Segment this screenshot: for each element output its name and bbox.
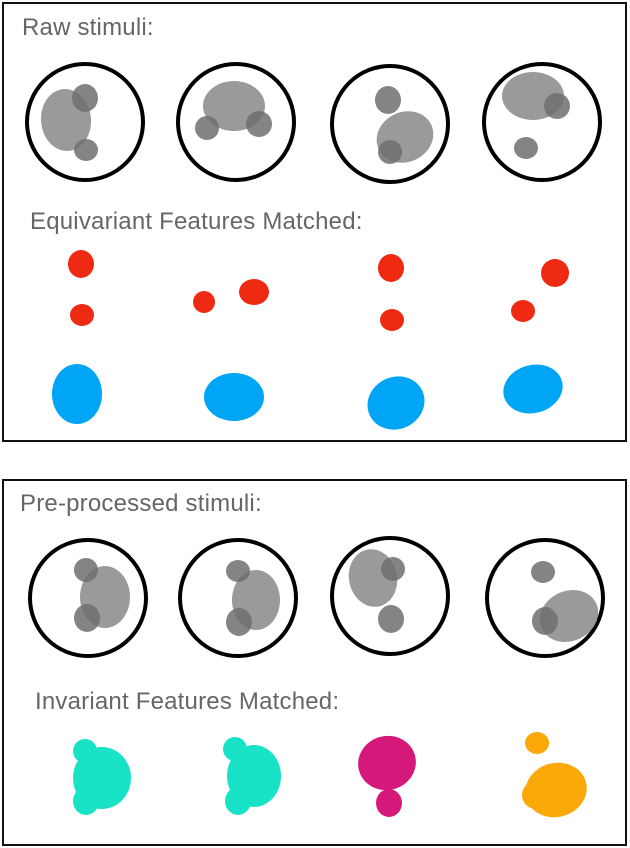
invariant-features-title: Invariant Features Matched:: [35, 688, 340, 715]
preprocessed-stimuli-title: Pre-processed stimuli:: [20, 490, 262, 517]
preprocessed-stimuli-panel: [2, 479, 627, 846]
raw-stimuli-title: Raw stimuli:: [22, 14, 154, 41]
equivariant-features-title: Equivariant Features Matched:: [30, 208, 363, 235]
